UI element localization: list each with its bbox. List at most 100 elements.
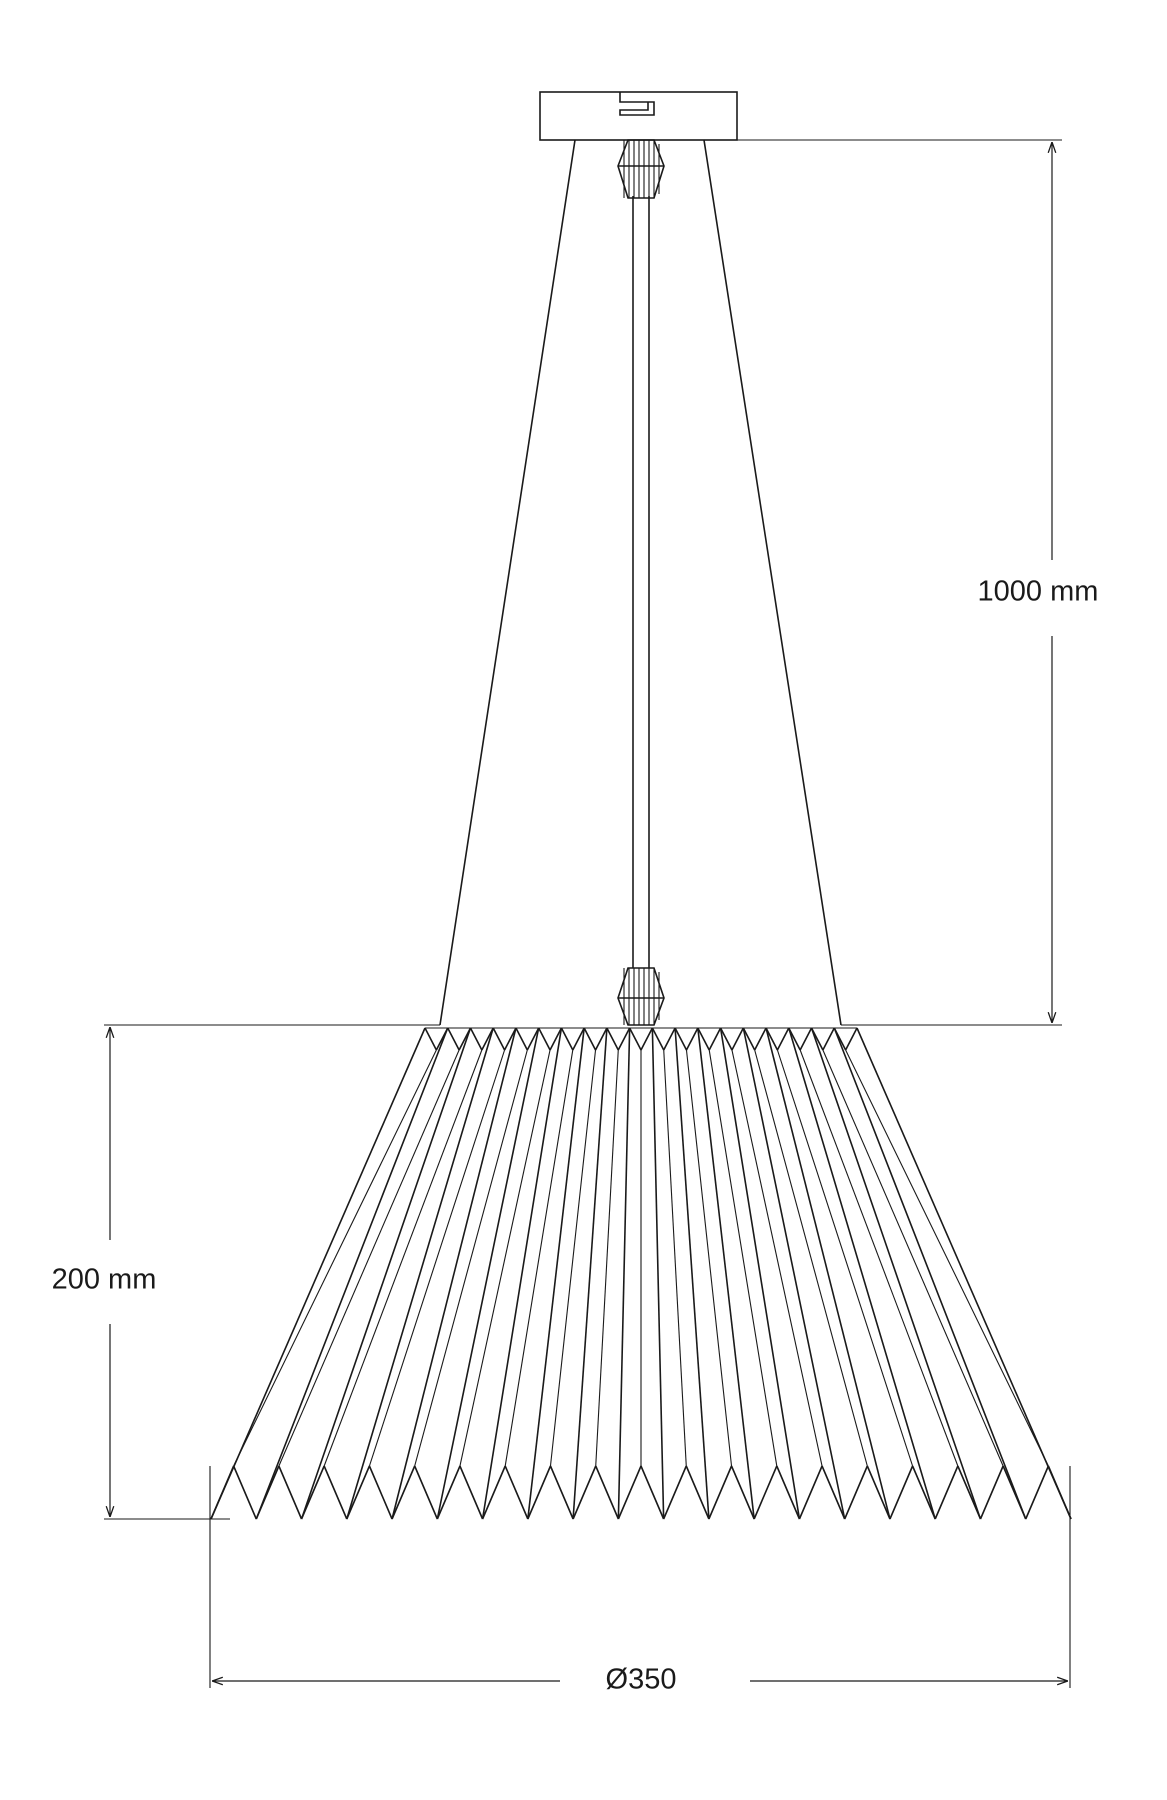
shade-bottom-rim <box>504 1465 529 1520</box>
shade-ridge-fold <box>300 1027 472 1520</box>
suspension-wires <box>439 139 842 1026</box>
shade-ridge-fold <box>856 1027 1072 1520</box>
shade-bottom-rim <box>232 1465 257 1520</box>
shade-top-rim <box>663 1027 676 1051</box>
shade-ridge-fold <box>255 1027 449 1520</box>
shade-bottom-rim <box>934 1465 959 1520</box>
shade-valley-fold <box>663 1049 687 1467</box>
shade-bottom-rim <box>436 1465 461 1520</box>
shade-top-rim <box>731 1027 745 1051</box>
shade-bottom-rim <box>323 1465 348 1520</box>
power-cord <box>632 196 650 968</box>
shade-bottom-rim <box>821 1465 846 1520</box>
shade-valley-fold <box>595 1049 619 1467</box>
bottom-cord-grip <box>617 967 665 1026</box>
shade-ridge-fold <box>674 1027 710 1520</box>
shade-valley-fold <box>368 1049 506 1467</box>
shade-top-rim <box>697 1027 710 1051</box>
shade-ridge-fold <box>765 1027 891 1520</box>
shade-valley-fold <box>504 1049 574 1467</box>
shade-top-rim <box>526 1027 540 1051</box>
shade-bottom-rim <box>730 1465 755 1520</box>
shade-valley-fold <box>776 1049 914 1467</box>
cable-length-label: 1000 mm <box>978 576 1099 608</box>
shade-bottom-rim <box>572 1465 597 1520</box>
dimension-cable-length: 1000 mm <box>737 139 1099 1026</box>
shade-top-rim <box>822 1027 835 1051</box>
shade-bottom-rim <box>662 1465 687 1520</box>
shade-top-rim <box>628 1027 642 1051</box>
shade-top-rim <box>640 1027 654 1051</box>
shade-top-rim <box>765 1027 779 1051</box>
shade-bottom-rim <box>278 1465 303 1520</box>
shade-top-rim <box>685 1027 699 1051</box>
shade-top-rim <box>503 1027 517 1051</box>
shade-ridge-fold <box>719 1027 801 1520</box>
shade-bottom-rim <box>866 1465 891 1520</box>
shade-ridge-fold <box>481 1027 563 1520</box>
shade-top-rim <box>560 1027 574 1051</box>
shade-valley-fold <box>822 1049 1004 1467</box>
shade-valley-fold <box>799 1049 959 1467</box>
shade-ridge-fold <box>527 1027 585 1520</box>
shade-top-rim <box>515 1027 529 1051</box>
shade-top-rim <box>708 1027 722 1051</box>
pleated-shade <box>210 1027 1072 1520</box>
shade-valley-fold <box>233 1049 437 1467</box>
shade-bottom-rim <box>459 1465 484 1520</box>
shade-bottom-rim <box>346 1465 371 1520</box>
shade-top-rim <box>742 1027 756 1051</box>
shade-top-rim <box>799 1027 813 1051</box>
shade-valley-fold <box>323 1049 483 1467</box>
shade-top-rim <box>537 1027 551 1051</box>
shade-top-rim <box>617 1027 631 1051</box>
shade-bottom-rim <box>413 1465 439 1520</box>
shade-ridge-fold <box>572 1027 608 1520</box>
shade-bottom-rim <box>708 1465 733 1520</box>
shade-bottom-rim <box>776 1465 801 1520</box>
shade-top-rim <box>469 1027 483 1051</box>
shade-top-rim <box>844 1027 858 1051</box>
shade-valley-fold <box>278 1049 460 1467</box>
shade-top-rim <box>447 1027 460 1051</box>
shade-ridge-fold <box>436 1027 540 1520</box>
shade-ridge-fold <box>617 1027 631 1520</box>
shade-valley-fold <box>708 1049 778 1467</box>
shade-top-rim <box>583 1027 597 1051</box>
shade-valley-fold <box>459 1049 551 1467</box>
top-cord-grip <box>617 139 665 199</box>
shade-valley-fold <box>845 1049 1049 1467</box>
shade-ridge-fold <box>833 1027 1027 1520</box>
shade-bottom-rim <box>617 1465 642 1520</box>
shade-ridge-fold <box>742 1027 846 1520</box>
dimension-shade-diameter: Ø350 <box>209 1466 1071 1696</box>
shade-bottom-rim <box>595 1465 620 1520</box>
shade-top-rim <box>776 1027 790 1051</box>
shade-top-rim <box>606 1027 619 1051</box>
shade-height-label: 200 mm <box>52 1264 157 1296</box>
ceiling-canopy <box>539 91 738 141</box>
shade-bottom-rim <box>391 1465 416 1520</box>
shade-valley-fold <box>754 1049 868 1467</box>
shade-bottom-rim <box>1025 1465 1050 1520</box>
dimension-shade-height: 200 mm <box>52 1024 440 1520</box>
shade-valley-fold <box>685 1049 733 1467</box>
shade-bottom-rim <box>685 1465 710 1520</box>
shade-bottom-rim <box>889 1465 914 1520</box>
shade-ridge-fold <box>210 1027 426 1520</box>
shade-top-rim <box>651 1027 665 1051</box>
shade-top-rim <box>674 1027 688 1051</box>
shade-top-rim <box>594 1027 608 1051</box>
shade-valley-fold <box>731 1049 823 1467</box>
shade-bottom-rim <box>843 1465 869 1520</box>
shade-ridge-fold <box>697 1027 755 1520</box>
shade-bottom-rim <box>549 1465 574 1520</box>
shade-top-rim <box>492 1027 506 1051</box>
shade-bottom-rim <box>481 1465 506 1520</box>
shade-ridge-fold <box>346 1027 494 1520</box>
shade-diameter-label: Ø350 <box>606 1664 677 1696</box>
shade-top-rim <box>719 1027 733 1051</box>
shade-ridge-fold <box>651 1027 665 1520</box>
shade-bottom-rim <box>911 1465 936 1520</box>
